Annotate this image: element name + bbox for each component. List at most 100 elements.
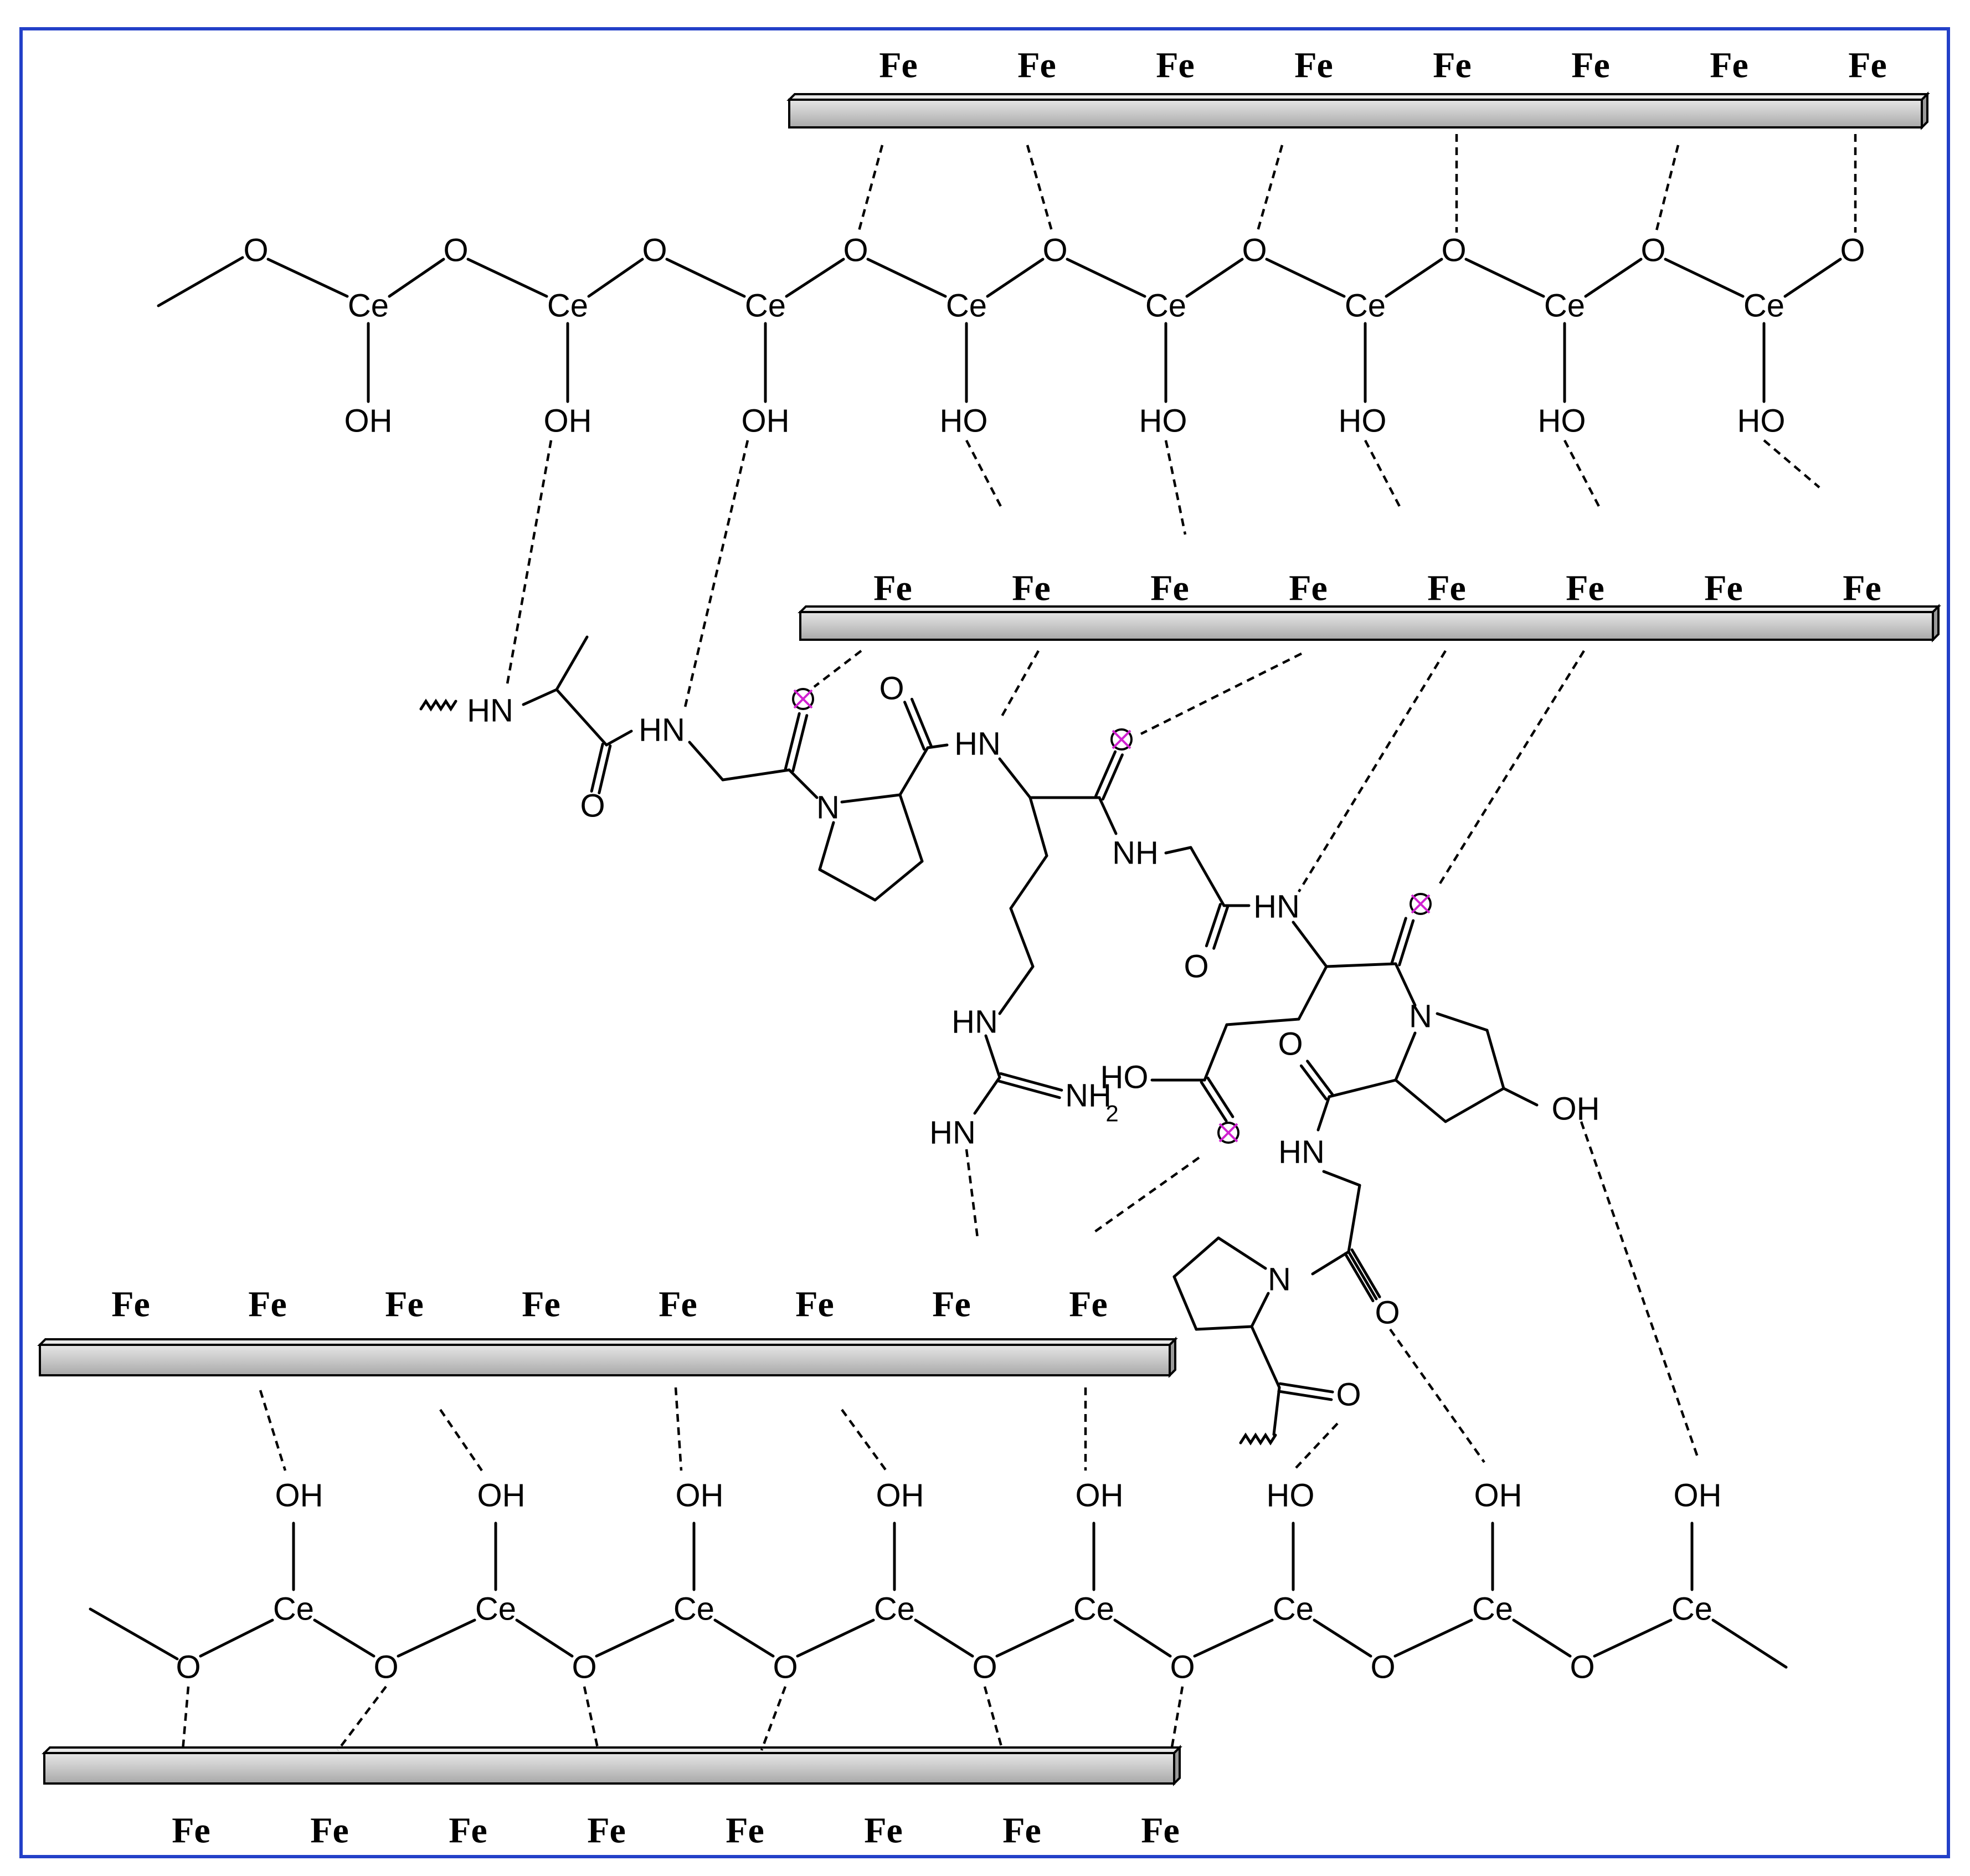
hydroxyl-group: HO (1267, 1478, 1315, 1514)
oxygen-atom: O (1640, 233, 1665, 269)
oxygen-atom: O (1375, 1295, 1400, 1331)
bond (555, 688, 608, 747)
cerium-atom: Ce (1073, 1591, 1114, 1627)
hydroxyl-group: OH (1674, 1478, 1722, 1514)
cerium-atom: Ce (1345, 288, 1386, 324)
double-bond (1390, 917, 1407, 964)
bond (1172, 1236, 1220, 1278)
fe-bar-middle (798, 604, 1941, 643)
hydroxyl-group: OH (1076, 1478, 1124, 1514)
bar-top (37, 1338, 1178, 1346)
double-bond (1350, 1248, 1381, 1298)
fe-label: Fe (1002, 1811, 1041, 1851)
oxygen-atom: O (572, 1649, 596, 1685)
bond (1347, 1250, 1378, 1301)
oxygen-atom: O (1570, 1649, 1594, 1685)
bond (1485, 1029, 1505, 1090)
interaction-line (965, 439, 1004, 511)
fe-label: Fe (1843, 568, 1881, 609)
fe-label: Fe (1433, 45, 1472, 86)
fe-label: Fe (1289, 568, 1328, 609)
oxygen-atom: O (1370, 1649, 1395, 1685)
amine-group: HN (929, 1115, 976, 1151)
oxygen-atom: O (773, 1649, 798, 1685)
cerium-atom: Ce (673, 1591, 714, 1627)
bond (1444, 1087, 1505, 1123)
amino-group: NH (1065, 1078, 1112, 1114)
interaction-line (1563, 439, 1602, 511)
bond (1512, 1618, 1572, 1658)
interaction-line (1026, 145, 1054, 233)
fe-label: Fe (385, 1284, 424, 1325)
hydroxyl-group: HO (1339, 403, 1387, 439)
double-bond (1094, 750, 1117, 798)
interaction-line (1164, 440, 1187, 535)
double-bond (1205, 903, 1222, 948)
cerium-atom: Ce (1544, 288, 1585, 324)
bond (998, 965, 1035, 1015)
bond (1313, 1618, 1372, 1658)
hydroxyl-group: OH (1552, 1091, 1600, 1127)
oxygen-atom: O (1278, 1026, 1303, 1062)
hydroxyl-group: OH (1474, 1478, 1522, 1514)
hydroxyl-group: OH (544, 403, 592, 439)
bond (818, 821, 835, 871)
bond (1711, 1618, 1788, 1669)
double-bond (590, 742, 604, 793)
bar-top (42, 1746, 1182, 1754)
bond (587, 258, 644, 298)
fe-label: Fe (795, 1284, 834, 1325)
interaction-line (181, 1686, 190, 1751)
bond (1195, 1325, 1253, 1331)
nitrogen-atom: N (1268, 1262, 1291, 1298)
bond (313, 1618, 376, 1658)
cerium-atom: Ce (946, 288, 987, 324)
bond (1250, 1292, 1270, 1328)
bond (1217, 1236, 1267, 1270)
fe-label: Fe (726, 1811, 764, 1851)
fe-label: Fe (1069, 1284, 1108, 1325)
figure-border (19, 27, 1950, 1858)
bond (1009, 907, 1035, 968)
hydroxyl-group: HO (1538, 403, 1586, 439)
oxygen-atom: O (1170, 1649, 1195, 1685)
bond (1584, 258, 1643, 298)
double-bond (999, 1072, 1063, 1092)
interaction-line (259, 1390, 287, 1471)
interaction-line (1298, 650, 1447, 893)
bond (466, 258, 548, 298)
oxygen-atom: O (972, 1649, 997, 1685)
fe-label: Fe (310, 1811, 349, 1851)
double-bond (1306, 1060, 1334, 1096)
fe-label: Fe (1150, 568, 1189, 609)
bond (388, 258, 445, 298)
wavy-bond (1239, 1432, 1277, 1446)
hydroxyl-group: OH (676, 1478, 724, 1514)
bond (157, 256, 244, 307)
double-bond (784, 712, 801, 770)
oxygen-atom: O (373, 1649, 398, 1685)
fe-label: Fe (1571, 45, 1610, 86)
interaction-line (583, 1686, 600, 1751)
amine-group: HN (951, 1004, 998, 1040)
oxygen-atom: O (879, 671, 904, 707)
interaction-line (505, 440, 553, 687)
nitrogen-atom: N (1409, 999, 1432, 1035)
bond (1436, 1012, 1489, 1032)
amine-group: HN (1278, 1134, 1325, 1170)
bond (605, 729, 633, 747)
interaction-line (337, 1685, 387, 1751)
bond (898, 746, 929, 796)
interaction-line (439, 1409, 483, 1472)
fe-label: Fe (932, 1284, 971, 1325)
interaction-line (841, 1409, 887, 1472)
fe-label: Fe (659, 1284, 697, 1325)
interaction-line (760, 1686, 787, 1751)
cerium-atom: Ce (1472, 1591, 1513, 1627)
interaction-line (674, 1387, 683, 1471)
bond (926, 743, 949, 749)
bond (1164, 846, 1192, 855)
double-bond (903, 701, 926, 751)
double-bond (1212, 905, 1230, 950)
